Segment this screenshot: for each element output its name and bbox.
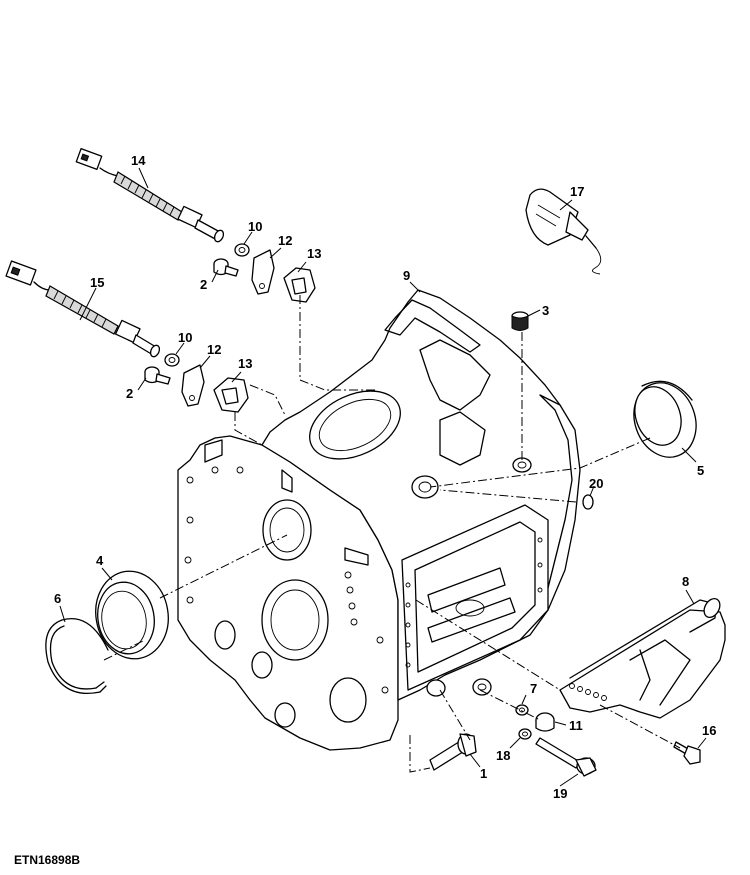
callout-14: 14	[131, 153, 146, 168]
callout-19: 19	[553, 786, 567, 801]
bearing-cup-4	[95, 570, 169, 660]
speed-sensor-15	[5, 260, 161, 358]
plug-3	[511, 311, 529, 331]
callout-20: 20	[589, 476, 603, 491]
transmission-housing	[177, 289, 581, 751]
plug-11	[535, 712, 555, 732]
callout-9: 9	[403, 268, 410, 283]
cap-screw-16	[673, 741, 701, 765]
callout-4: 4	[96, 553, 104, 568]
bearing-cup-5	[633, 380, 697, 458]
clip-13-upper	[283, 267, 316, 303]
callout-10-upper: 10	[248, 219, 262, 234]
clip-13-lower	[213, 377, 249, 413]
clamp-12-lower	[181, 364, 205, 407]
snap-ring-6	[45, 618, 109, 694]
callout-16: 16	[702, 723, 716, 738]
callout-6: 6	[54, 591, 61, 606]
callout-13-lower: 13	[238, 356, 252, 371]
callout-2-lower: 2	[126, 386, 133, 401]
sealant-bottle-17	[525, 188, 602, 275]
callout-13-upper: 13	[307, 246, 321, 261]
cap-screw-2-lower	[144, 366, 171, 385]
cover-holes	[569, 683, 607, 701]
bolt-1	[429, 733, 477, 771]
callout-5: 5	[697, 463, 704, 478]
callout-3: 3	[542, 303, 549, 318]
leader-lines	[59, 167, 707, 787]
callout-17: 17	[570, 184, 584, 199]
callout-7: 7	[530, 681, 537, 696]
cap-screw-2-upper	[213, 258, 239, 277]
callout-12-lower: 12	[207, 342, 221, 357]
speed-sensor-14	[75, 148, 225, 243]
washer-18	[518, 728, 532, 740]
callout-15: 15	[90, 275, 104, 290]
clamp-12-upper	[251, 249, 275, 295]
window-bolt-holes	[405, 537, 543, 668]
callout-11: 11	[569, 718, 583, 733]
callout-8: 8	[682, 574, 689, 589]
cover-8	[559, 598, 726, 719]
o-ring-20	[582, 494, 594, 510]
alignment-lines	[103, 295, 681, 773]
o-ring-10-lower	[164, 353, 180, 367]
callout-2-upper: 2	[200, 277, 207, 292]
callout-10-lower: 10	[178, 330, 192, 345]
callout-1: 1	[480, 766, 487, 781]
front-face-bolt-holes	[184, 466, 389, 694]
figure-id: ETN16898B	[14, 853, 80, 867]
o-ring-7	[515, 704, 529, 716]
callout-12-upper: 12	[278, 233, 292, 248]
callout-18: 18	[496, 748, 510, 763]
bolt-19	[535, 737, 597, 777]
o-ring-10-upper	[234, 243, 250, 257]
callout-labels: 14 15 10 10 12 12 13 13 2 2 9 3 17 5 20 …	[54, 153, 716, 801]
